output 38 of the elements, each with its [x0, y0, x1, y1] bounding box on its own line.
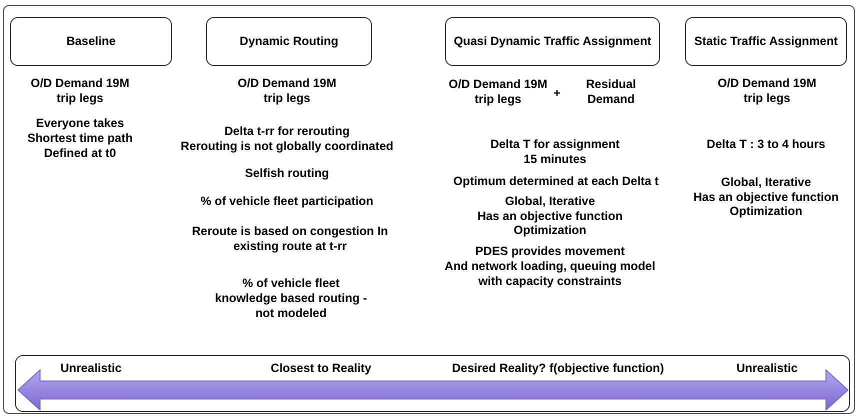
annotation-text: Optimization [514, 223, 586, 238]
annotation-text: Global, Iterative [720, 175, 812, 190]
annotation-text: % of vehicle fleet participation [200, 194, 374, 209]
header-box [445, 17, 660, 66]
header-title: Static Traffic Assignment [694, 34, 838, 49]
header-title: Quasi Dynamic Traffic Assignment [454, 34, 652, 49]
annotation-text: Delta T : 3 to 4 hours [706, 137, 826, 152]
header-box [685, 17, 847, 66]
annotation-text: Optimization [730, 204, 802, 219]
header-box [10, 17, 172, 66]
annotation-text: Reroute is based on congestion In existing route at t-rr [190, 224, 390, 254]
scale-band [15, 355, 850, 412]
annotation-text: Global, Iterative [504, 194, 596, 209]
annotation-text: O/D Demand 19M trip legs [237, 76, 337, 106]
annotation-text: Has an objective function [693, 190, 839, 205]
annotation-text: O/D Demand 19M trip legs [30, 76, 130, 106]
annotation-text: PDES provides movement [475, 244, 625, 259]
annotation-text: Delta T for assignment [490, 137, 620, 152]
scale-label: Closest to Reality [270, 361, 372, 376]
annotation-text: And network loading, queuing model with capacity constraints [444, 259, 656, 289]
scale-label: Unrealistic [736, 361, 798, 376]
annotation-text: 15 minutes [524, 152, 586, 167]
annotation-text: Optimum determined at each Delta t [453, 174, 659, 189]
annotation-text: Has an objective function [477, 209, 623, 224]
annotation-text: O/D Demand 19M trip legs [717, 76, 817, 106]
scale-label: Desired Reality? f(objective function) [452, 361, 664, 376]
annotation-text: % of vehicle fleet knowledge based routing - not modeled [214, 276, 368, 321]
annotation-text: Selfish routing [245, 166, 329, 181]
annotation-text: Rerouting is not globally coordinated [180, 139, 394, 154]
scale-label: Unrealistic [60, 361, 122, 376]
header-title: Baseline [66, 34, 116, 49]
header-box [206, 17, 372, 66]
annotation-text: Residual Demand [584, 77, 637, 107]
header-title: Dynamic Routing [240, 34, 338, 49]
plus-sign: + [554, 86, 560, 101]
annotation-text: O/D Demand 19M trip legs [448, 77, 548, 107]
annotation-text: Everyone takes Shortest time path Defined at t0 [26, 116, 134, 161]
annotation-text: Delta t-rr for rerouting [224, 124, 350, 139]
